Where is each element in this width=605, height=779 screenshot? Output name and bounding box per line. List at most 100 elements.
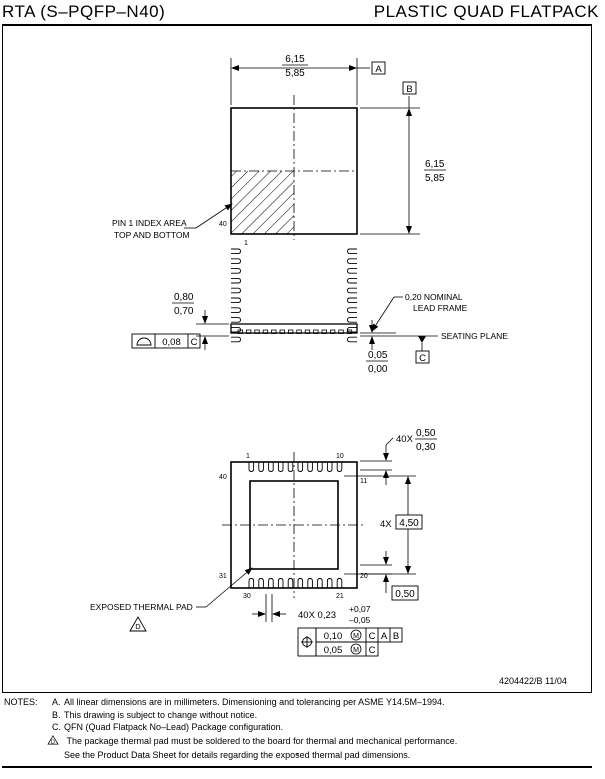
lead-left	[231, 258, 241, 264]
note-c: C.QFN (Quad Flatpack No–Lead) Package co…	[52, 722, 284, 732]
svg-text:D: D	[51, 739, 55, 745]
side-lead	[245, 329, 252, 334]
flatness-frame	[131, 333, 201, 349]
exposed-pad-label: EXPOSED THERMAL PAD	[90, 602, 193, 612]
top-width-max: 6,15	[285, 54, 305, 65]
pin-10: 10	[336, 453, 344, 460]
pos-tol-2: 0,05	[324, 645, 343, 656]
top-pin-1: 1	[244, 240, 248, 247]
drawing-number: 4204422/B 11/04	[499, 676, 567, 686]
pad-size: 4,50	[399, 518, 419, 529]
datum-b-label: B	[406, 84, 412, 95]
lead-right	[347, 336, 357, 343]
note-b: B.This drawing is subject to change with…	[52, 709, 258, 720]
side-height-min: 0,70	[174, 306, 194, 317]
datum-a-box	[371, 61, 386, 75]
top-view: 6,15 5,85 A B 6,15 5,85 PIN 1 INDEX AREA…	[112, 54, 446, 247]
side-lead	[329, 329, 336, 334]
pos-tol-2-mmc: M	[353, 647, 359, 654]
lead-top	[248, 462, 255, 472]
pin1-label-line1: PIN 1 INDEX AREA	[112, 218, 187, 228]
package-code: RTA (S–PQFP–N40)	[2, 2, 166, 21]
lead-left	[231, 317, 241, 323]
datum-a-label: A	[375, 64, 382, 75]
lead-right	[347, 317, 357, 323]
lead-right	[347, 277, 357, 284]
bottom-rule	[2, 766, 592, 768]
page-mark: -	[296, 749, 300, 760]
seating-plane-label: SEATING PLANE	[441, 331, 508, 341]
top-height-max: 6,15	[425, 159, 445, 170]
pad-ref: 0,50	[395, 589, 415, 600]
side-lead	[321, 329, 327, 334]
lead-left	[231, 297, 241, 304]
datum-c-label: C	[419, 353, 426, 364]
top-pin-40: 40	[219, 221, 227, 228]
lead-bottom	[336, 578, 343, 588]
flatness-datum: C	[191, 337, 198, 348]
side-lead	[279, 329, 285, 334]
lead-left	[231, 287, 241, 294]
pin1-index-area	[231, 171, 294, 234]
pitch-min: 0,30	[416, 442, 436, 453]
pos-datum-b: B	[393, 631, 399, 642]
side-lead	[313, 329, 319, 334]
page-header: RTA (S–PQFP–N40) PLASTIC QUAD FLATPACK	[0, 0, 605, 26]
flatness-value: 0,08	[162, 337, 181, 348]
top-height-min: 5,85	[425, 173, 445, 184]
lead-left	[231, 277, 241, 284]
pin-40: 40	[219, 474, 227, 481]
lead-right	[347, 297, 357, 304]
datum-b-box	[402, 81, 417, 95]
lead-left	[231, 336, 241, 343]
top-width-min: 5,85	[285, 68, 305, 79]
pin-11: 11	[360, 478, 367, 485]
lead-right	[347, 326, 357, 333]
lead-width-plus: +0,07	[349, 604, 371, 614]
lead-bottom	[297, 578, 304, 588]
package-type: PLASTIC QUAD FLATPACK	[373, 2, 599, 21]
lead-top	[297, 462, 304, 472]
lead-bottom	[258, 578, 264, 588]
pitch-max: 0,50	[416, 428, 436, 439]
pin-20: 20	[360, 573, 368, 580]
svg-text:D: D	[135, 622, 141, 631]
lead-left	[231, 307, 241, 313]
standoff-min: 0,00	[368, 364, 388, 375]
lead-left	[231, 268, 241, 274]
lead-top	[268, 462, 274, 472]
lead-top	[326, 462, 333, 472]
pad-ref-box	[391, 585, 419, 601]
side-view: 0,80 0,70 0,08 C 0,20 NOMINAL LEAD FRAME…	[131, 292, 508, 375]
pin-31: 31	[219, 573, 227, 580]
side-lead	[262, 329, 269, 334]
coplanarity-icon	[136, 337, 152, 346]
note-a: A.All linear dimensions are in millimete…	[52, 697, 445, 707]
package-body-side	[230, 323, 358, 334]
lead-left	[231, 248, 241, 255]
pos-tol-1-mmc: M	[353, 633, 359, 640]
position-tolerance-frame: 0,10 M C A B 0,05 M C	[297, 627, 403, 657]
side-lead	[338, 329, 344, 334]
pad-count: 4X	[380, 519, 392, 530]
side-lead	[271, 329, 277, 334]
side-lead	[304, 329, 311, 334]
lead-top	[258, 462, 264, 472]
lead-top	[307, 462, 313, 472]
lead-right	[347, 258, 357, 264]
datum-c-box	[415, 350, 430, 364]
lead-bottom	[307, 578, 313, 588]
lead-bottom	[268, 578, 274, 588]
bottom-leads	[231, 248, 357, 588]
note-d-flag-icon: D	[47, 735, 59, 745]
lead-left	[231, 326, 241, 333]
side-leads	[237, 329, 353, 334]
lead-right	[347, 268, 357, 274]
pos-datum-a: A	[381, 631, 388, 642]
lead-right	[347, 307, 357, 313]
side-lead	[287, 329, 294, 334]
side-height-max: 0,80	[174, 292, 194, 303]
lead-frame-label-2: LEAD FRAME	[413, 303, 468, 313]
lead-top	[336, 462, 343, 472]
